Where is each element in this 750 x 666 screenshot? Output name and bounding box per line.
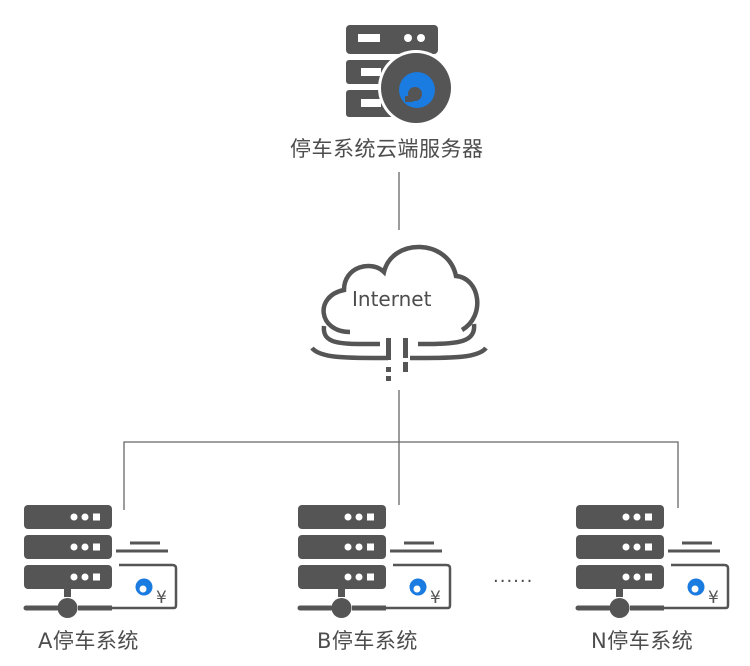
internet-label: Internet — [352, 287, 432, 311]
svg-text:¥: ¥ — [156, 588, 167, 608]
parking-server-payment-icon-n: ¥ — [575, 505, 730, 618]
parking-system-n-label: N停车系统 — [591, 629, 694, 653]
parking-server-payment-icon-a: ¥ — [23, 505, 178, 618]
distribution-bus-line — [123, 441, 679, 510]
parking-system-b-label: B停车系统 — [317, 629, 418, 653]
ellipsis: ...... — [493, 566, 534, 587]
cloud-server-label: 停车系统云端服务器 — [290, 137, 484, 161]
parking-system-a-label: A停车系统 — [38, 629, 139, 653]
svg-text:¥: ¥ — [708, 588, 719, 608]
svg-text:¥: ¥ — [430, 588, 441, 608]
cloud-icon — [310, 244, 488, 381]
cloud-server-icon — [346, 25, 454, 126]
parking-server-payment-icon-b: ¥ — [297, 505, 452, 618]
